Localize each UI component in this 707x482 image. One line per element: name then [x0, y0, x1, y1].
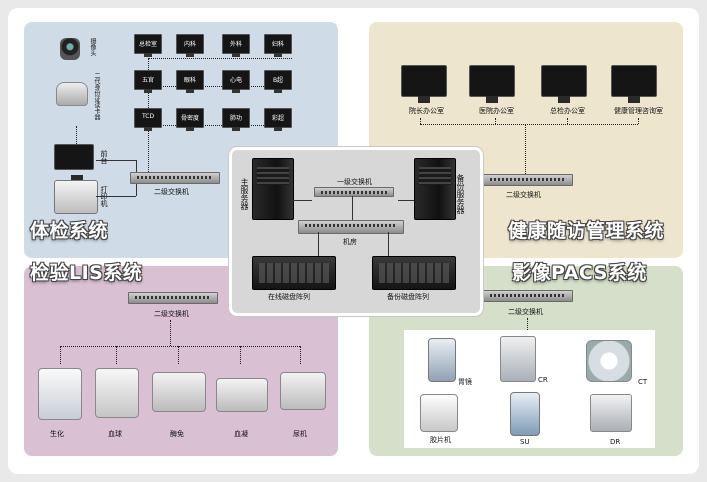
connector [148, 86, 292, 87]
station-monitor: 五官 [134, 70, 162, 93]
connector [398, 200, 414, 201]
elisa-analyzer-icon [152, 372, 206, 412]
connector [240, 346, 241, 364]
station-monitor: 彩超 [264, 108, 292, 131]
station-monitor: 妇科 [264, 34, 292, 57]
connector [76, 126, 77, 144]
backup-array-label: 备份磁盘阵列 [387, 293, 429, 301]
office-monitor-icon [611, 65, 657, 103]
station-monitor: 内科 [176, 34, 204, 57]
coagulation-analyzer-icon [216, 378, 268, 412]
room-switch-icon [298, 220, 404, 234]
connector [567, 118, 568, 124]
lis-device-label: 尿机 [293, 430, 307, 438]
connector [96, 160, 136, 161]
pacs-device-label: CT [638, 378, 648, 386]
office-monitor-icon [541, 65, 587, 103]
connector [527, 318, 528, 330]
core-switch-icon [314, 187, 394, 197]
gastroscope-icon [428, 338, 456, 382]
lis-switch-icon [128, 292, 218, 304]
front-desk-label: 前台 [100, 150, 108, 164]
front-desk-monitor-icon [54, 144, 94, 182]
connector [292, 200, 312, 201]
jiankang-title: 健康随访管理系统 [508, 220, 665, 242]
station-monitor: B超 [264, 70, 292, 93]
connector [388, 232, 389, 256]
pacs-device-label: CR [538, 376, 548, 384]
pacs-device-label: SU [520, 438, 530, 446]
pacs-title: 影像PACS系统 [512, 262, 647, 284]
connector [420, 118, 421, 124]
core-switch-label: 一级交换机 [337, 178, 372, 186]
camera-icon [60, 38, 80, 60]
connector [352, 196, 353, 220]
station-monitor: 眼科 [176, 70, 204, 93]
tijian-title: 体检系统 [30, 220, 109, 242]
card-reader-label: 二代身份证读卡器 [93, 72, 100, 120]
tijian-switch-icon [130, 172, 220, 184]
office-label: 总检办公室 [550, 107, 585, 115]
lis-device-label: 生化 [50, 430, 64, 438]
connector [148, 125, 292, 126]
connector [525, 124, 526, 174]
lis-device-label: 血球 [108, 430, 122, 438]
office-label: 健康管理咨询室 [614, 107, 663, 115]
office-label: 医院办公室 [479, 107, 514, 115]
dr-icon [590, 394, 632, 432]
lis-device-label: 酶免 [170, 430, 184, 438]
connector [116, 346, 117, 364]
biochem-analyzer-icon [38, 368, 82, 420]
station-monitor: 心电 [222, 70, 250, 93]
connector [60, 346, 300, 347]
camera-label: 摄像头 [89, 38, 96, 56]
printer-icon [54, 180, 98, 214]
station-monitor: 肺功 [222, 108, 250, 131]
office-monitor-icon [469, 65, 515, 103]
online-disk-array-icon [252, 256, 336, 290]
ct-icon [586, 340, 632, 382]
connector [420, 124, 638, 125]
ultrasound-icon [510, 392, 540, 436]
tijian-switch-label: 二级交换机 [154, 188, 189, 196]
backup-server-icon [414, 158, 456, 220]
room-label: 机房 [343, 238, 357, 246]
connector [178, 346, 179, 364]
jiankang-switch-label: 二级交换机 [506, 191, 541, 199]
connector [300, 346, 301, 364]
cr-icon [500, 336, 536, 382]
office-label: 院长办公室 [409, 107, 444, 115]
urine-analyzer-icon [280, 372, 326, 410]
connector [170, 320, 171, 346]
station-monitor: TCD [134, 108, 162, 131]
backup-server-label: 备份服务器 [456, 174, 465, 214]
lis-title: 检验LIS系统 [30, 262, 143, 284]
pacs-device-label: 胶片机 [430, 436, 451, 444]
pacs-device-label: 胃镜 [458, 378, 472, 386]
station-monitor: 总检室 [134, 34, 162, 57]
connector [60, 346, 61, 364]
station-monitor: 外科 [222, 34, 250, 57]
lis-device-label: 血凝 [234, 430, 248, 438]
film-printer-icon [420, 394, 458, 432]
office-monitor-icon [401, 65, 447, 103]
lis-switch-label: 二级交换机 [154, 310, 189, 318]
pacs-device-label: DR [610, 438, 621, 446]
connector [96, 196, 136, 197]
card-reader-icon [56, 82, 88, 106]
main-server-label: 主服务器 [240, 178, 249, 210]
pacs-switch-icon [483, 290, 573, 302]
main-server-icon [252, 158, 294, 220]
station-monitor: 骨密度 [176, 108, 204, 131]
connector [148, 58, 292, 59]
connector [495, 118, 496, 124]
hematology-analyzer-icon [95, 368, 139, 418]
backup-disk-array-icon [372, 256, 456, 290]
connector [318, 232, 319, 256]
jiankang-switch-icon [483, 174, 573, 186]
connector [638, 118, 639, 124]
online-array-label: 在线磁盘阵列 [268, 293, 310, 301]
pacs-switch-label: 二级交换机 [508, 308, 543, 316]
